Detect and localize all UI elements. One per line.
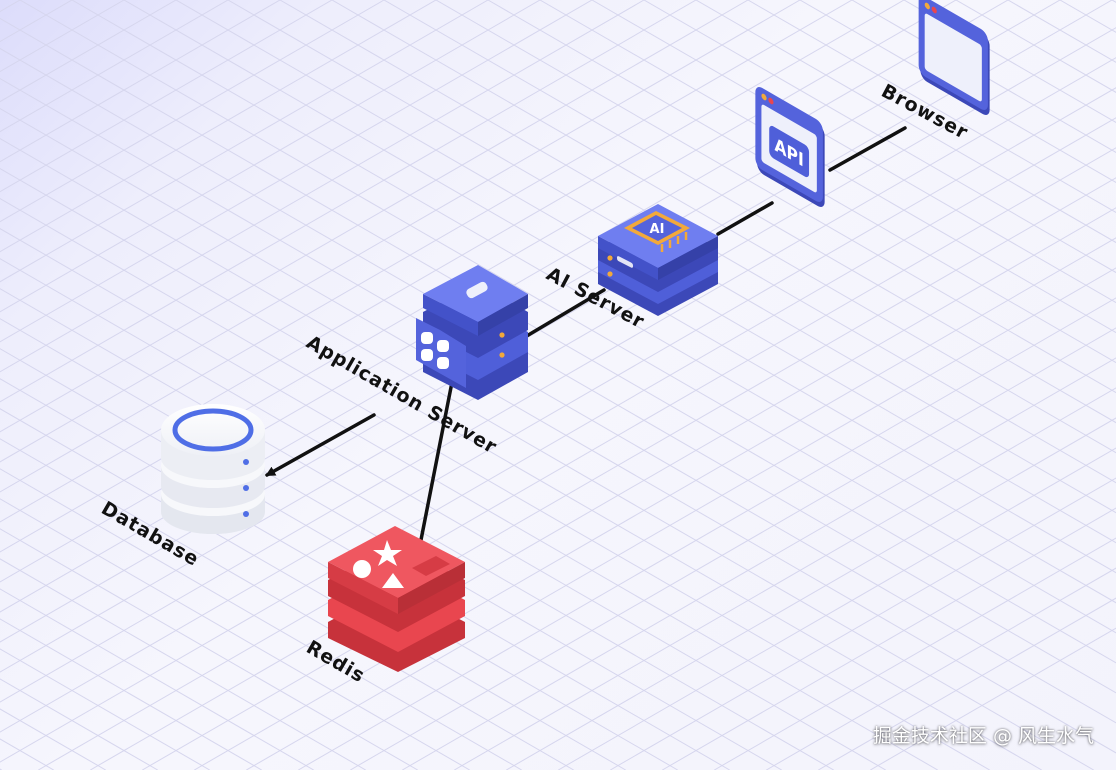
grid-line [0,768,2,770]
grid-line [0,498,470,770]
watermark-text: 掘金技术社区 @ 风生水气 [872,725,1094,747]
grid-line [298,297,1116,770]
grid-line [0,0,749,433]
grid-line [0,228,938,770]
grid-line [0,528,418,770]
api-window-icon: API [755,87,825,207]
grid-line [0,168,1042,770]
edge-browser-api [828,126,907,172]
grid-line [0,348,730,770]
grid-line [591,0,1116,304]
ai-chip-server-icon: AI [598,204,718,316]
grid-line [0,0,645,373]
grid-line [0,0,1061,613]
grid-line [331,0,1116,454]
grid-line [558,447,1116,770]
grid-line [487,0,1116,364]
application-server-icon [416,265,528,400]
grid-line [279,0,1116,484]
grid-line [0,618,262,770]
grid-line [539,0,1116,334]
grid-line [714,537,1116,770]
grid-line [0,258,886,770]
grid-line [454,387,1116,770]
grid-line [246,267,1116,770]
database-cylinder-icon [161,404,265,534]
grid-line [799,0,1116,184]
grid-line [123,0,1116,574]
edge-app-redis [418,370,456,547]
grid-line [0,0,541,313]
grid-line [0,0,229,133]
grid-line [0,0,905,523]
redis-stack-icon [328,526,465,672]
grid-line [955,0,1116,93]
grid-line [506,417,1116,770]
edge-ai-app [523,288,606,339]
grid-line [0,318,782,770]
grid-line [0,288,834,770]
grid-line [0,648,210,770]
grid-line [0,0,489,283]
grid-line [383,0,1116,424]
grid-line [0,738,54,770]
grid-line [0,0,957,553]
grid-line [0,468,522,770]
edge-api-ai [716,201,774,236]
grid-line [0,708,106,770]
grid-line [0,0,333,193]
grid-line [0,588,314,770]
grid-line [747,0,1116,214]
grid-line [0,198,990,770]
grid-line [610,477,1116,770]
grid-line [851,0,1116,153]
grid-line [38,147,1116,770]
grid-line [818,597,1116,770]
grid-line [0,0,801,463]
grid-line [1111,0,1116,3]
grid-line [19,0,1116,634]
grid-line [227,0,1116,514]
grid-line [0,0,177,103]
grid-line [0,0,697,403]
grid-line [0,0,853,493]
grid-line [0,0,593,343]
grid-line [402,357,1116,770]
grid-line [90,177,1116,770]
grid-line [0,0,281,163]
grid-line [435,0,1116,394]
grid-line [175,0,1116,544]
grid-line [0,0,385,223]
grid-line [71,0,1116,604]
connectors [265,126,907,547]
grid-line [1007,0,1116,63]
grid-line [0,558,366,770]
grid-line [695,0,1116,244]
grid-line [643,0,1116,274]
grid-line [870,627,1116,770]
grid-line [0,0,437,253]
grid-line [662,507,1116,770]
grid-line [766,567,1116,770]
ai-icon-text: AI [650,222,665,237]
edge-app-db [265,413,376,477]
grid-line [350,327,1116,770]
browser-window-icon [918,0,990,115]
